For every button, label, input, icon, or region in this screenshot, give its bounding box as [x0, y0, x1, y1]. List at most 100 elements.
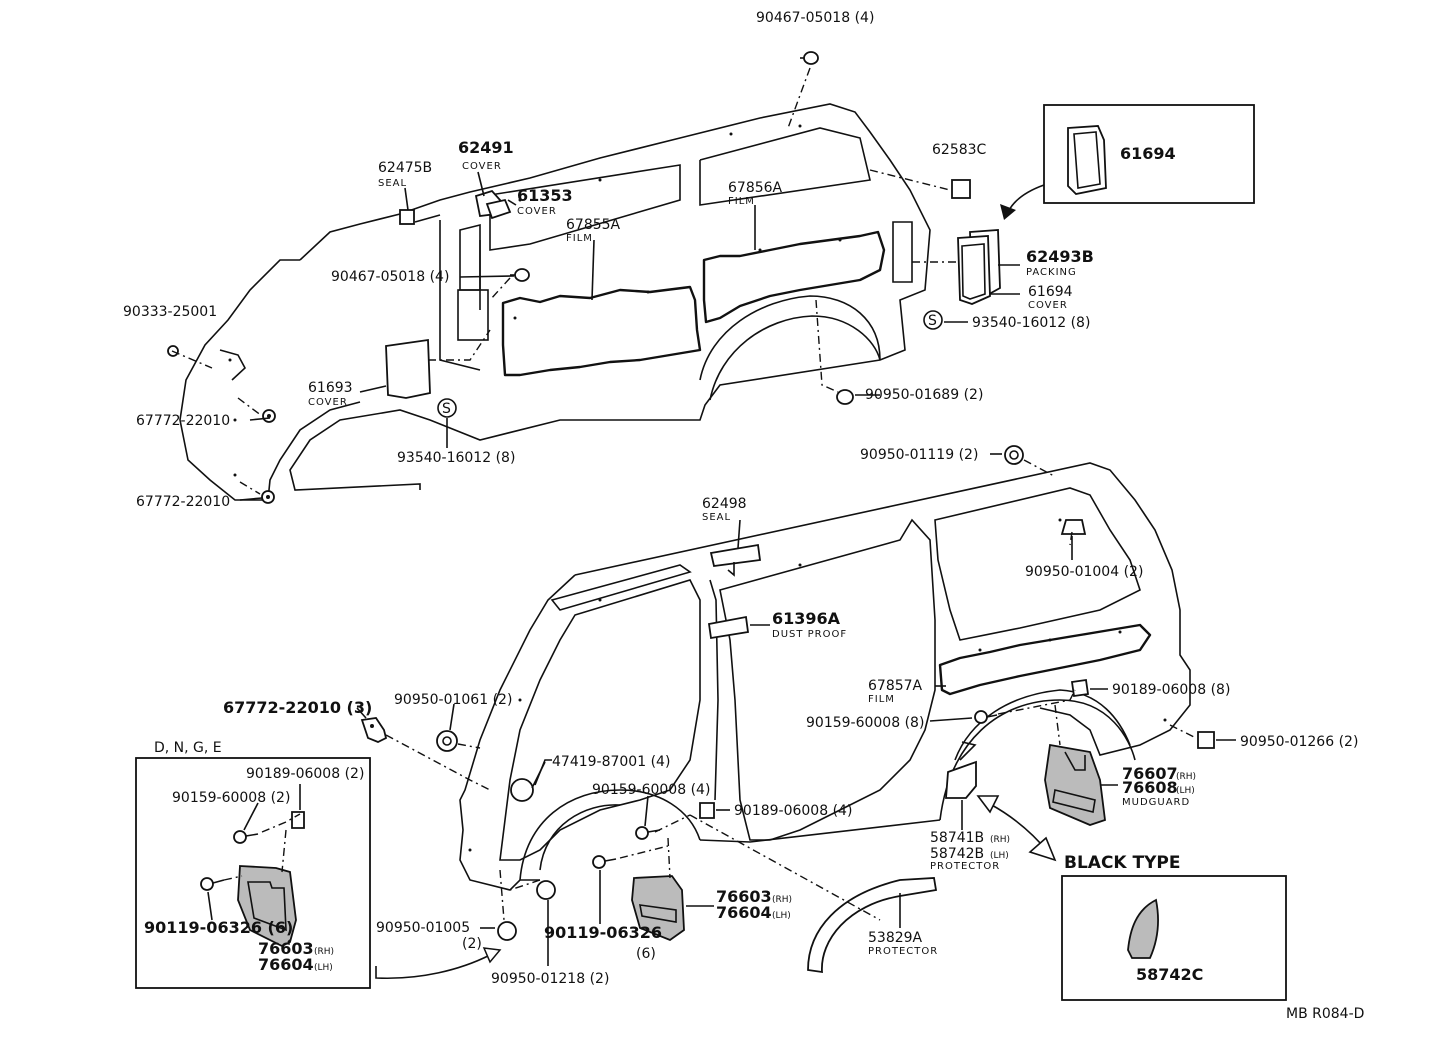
- label-93540-16012-left: 93540-16012 (8): [397, 450, 515, 466]
- leader-lines-upper: [171, 67, 958, 495]
- label-58741b-sup: (RH): [990, 835, 1010, 845]
- label-black-type: BLACK TYPE: [1064, 853, 1181, 873]
- label-90950-01005: 90950-01005: [376, 920, 470, 936]
- label-67855a: 67855A: [566, 217, 621, 233]
- seal-62583c-part: [951, 179, 971, 199]
- label-90189-06008-center: 90189-06008 (4): [734, 803, 852, 819]
- dnge-screw-90119-part: [200, 877, 225, 891]
- s-mark-right-label: S: [928, 313, 937, 329]
- clip-90950-01004-part: [1060, 519, 1087, 535]
- grommet-90950-01061-part: [436, 730, 458, 752]
- label-90467-05018-top: 90467-05018 (4): [756, 10, 874, 26]
- label-76608: 76608: [1122, 778, 1178, 797]
- label-76604-center-sup: (LH): [772, 911, 791, 921]
- label-61694: 61694: [1028, 284, 1073, 300]
- lower-body-panel: [459, 462, 1191, 891]
- label-90159-60008-center: 90159-60008 (4): [592, 782, 710, 798]
- label-90189-06008-box: 90189-06008 (2): [246, 766, 364, 782]
- s-mark-left-label: S: [442, 401, 451, 417]
- dnge-mudguard-part: [237, 865, 297, 948]
- dust-proof-61396a-part: [707, 615, 750, 640]
- label-76603-center: 76603: [716, 887, 772, 906]
- label-protector-58742b-sub: PROTECTOR: [930, 861, 1000, 872]
- upper-body-panel: [179, 103, 931, 501]
- label-mudguard-rear-sub: MUDGUARD: [1122, 797, 1190, 808]
- label-76604-box: 76604: [258, 955, 314, 974]
- label-76603-box-sup: (RH): [314, 947, 334, 957]
- dnge-clip-90189-part: [291, 811, 305, 829]
- label-dnge: D, N, G, E: [154, 740, 222, 756]
- label-67772-22010-b: 67772-22010: [136, 494, 230, 510]
- label-93540-16012-right: 93540-16012 (8): [972, 315, 1090, 331]
- s-mark-right: S: [923, 310, 943, 330]
- grommet-90950-01689-part: [836, 389, 854, 405]
- clip-90189-06008-4-part: [699, 802, 715, 819]
- label-67856a-sub: FILM: [728, 196, 755, 207]
- protector-53829a-part: [807, 877, 938, 974]
- mudguard-76607-part: [1044, 743, 1106, 826]
- label-47419-87001: 47419-87001 (4): [552, 754, 670, 770]
- label-76604-center: 76604: [716, 903, 772, 922]
- clip-90189-06008-8-part: [1070, 678, 1090, 698]
- s-mark-left: S: [437, 398, 457, 418]
- label-67856a: 67856A: [728, 180, 783, 196]
- label-62493b: 62493B: [1026, 247, 1094, 266]
- grommet-90950-01005-part: [497, 921, 517, 941]
- label-58742c: 58742C: [1136, 965, 1203, 984]
- label-67857a-sub: FILM: [868, 694, 895, 705]
- label-58742b-sup: (LH): [990, 851, 1009, 861]
- label-58742b: 58742B: [930, 846, 984, 862]
- cover-61693-part: [385, 338, 431, 399]
- label-90189-06008-right: 90189-06008 (8): [1112, 682, 1230, 698]
- label-62475b-sub: SEAL: [378, 178, 407, 189]
- screw-90159-60008-4-part: [635, 826, 661, 840]
- label-61694-inset: 61694: [1120, 144, 1176, 163]
- label-leaders: [207, 171, 1236, 966]
- label-90950-01004: 90950-01004 (2): [1025, 564, 1143, 580]
- clip-67772-22010-3-part: [360, 717, 388, 743]
- leader-lines-lower: [385, 459, 1197, 921]
- label-90950-01061: 90950-01061 (2): [394, 692, 512, 708]
- protector-58741b-part: [945, 760, 977, 799]
- label-61396a: 61396A: [772, 609, 841, 628]
- label-62491: 62491: [458, 138, 514, 157]
- label-90159-60008-right: 90159-60008 (8): [806, 715, 924, 731]
- grommet-90950-01119-part: [1004, 445, 1024, 465]
- label-62475b: 62475B: [378, 160, 432, 176]
- label-61693: 61693: [308, 380, 353, 396]
- label-76603-box: 76603: [258, 939, 314, 958]
- label-90950-01119: 90950-01119 (2): [860, 447, 978, 463]
- label-90950-01689: 90950-01689 (2): [865, 387, 983, 403]
- label-67855a-sub: FILM: [566, 233, 593, 244]
- label-90159-60008-box: 90159-60008 (2): [172, 790, 290, 806]
- label-62583c: 62583C: [932, 142, 987, 158]
- label-67772-22010-a: 67772-22010: [136, 413, 230, 429]
- label-58741b: 58741B: [930, 830, 984, 846]
- dnge-screw-90159-part: [233, 830, 259, 844]
- label-61396a-sub: DUST PROOF: [772, 629, 847, 640]
- label-61693-sub: COVER: [308, 397, 348, 408]
- label-67772-22010-3: 67772-22010 (3): [223, 698, 372, 717]
- label-90467-05018-mid: 90467-05018 (4): [331, 269, 449, 285]
- label-90333-25001: 90333-25001: [123, 304, 217, 320]
- label-53829a-sub: PROTECTOR: [868, 946, 938, 957]
- cover-61353-part: [485, 198, 512, 220]
- label-90119-06326-box: 90119-06326 (6): [144, 918, 293, 937]
- inset-box-dnge: [135, 757, 371, 989]
- label-90119-06326-center: 90119-06326: [544, 923, 662, 942]
- label-90950-01218: 90950-01218 (2): [491, 971, 609, 987]
- label-90119-06326-center-qty: (6): [636, 946, 656, 962]
- label-62493b-sub: PACKING: [1026, 267, 1077, 278]
- label-67857a: 67857A: [868, 678, 923, 694]
- label-76608-sup: (LH): [1176, 786, 1195, 796]
- inset-box-61694: [1043, 104, 1255, 204]
- plug-47419-87001-part: [510, 778, 534, 802]
- label-90950-01266: 90950-01266 (2): [1240, 734, 1358, 750]
- seal-62498-part: [709, 543, 762, 567]
- label-62498-sub: SEAL: [702, 512, 731, 523]
- label-62498: 62498: [702, 496, 747, 512]
- screw-90159-60008-8-part: [974, 710, 998, 724]
- clip-67772-a-part: [262, 409, 276, 423]
- cover-61694-part: [957, 235, 991, 305]
